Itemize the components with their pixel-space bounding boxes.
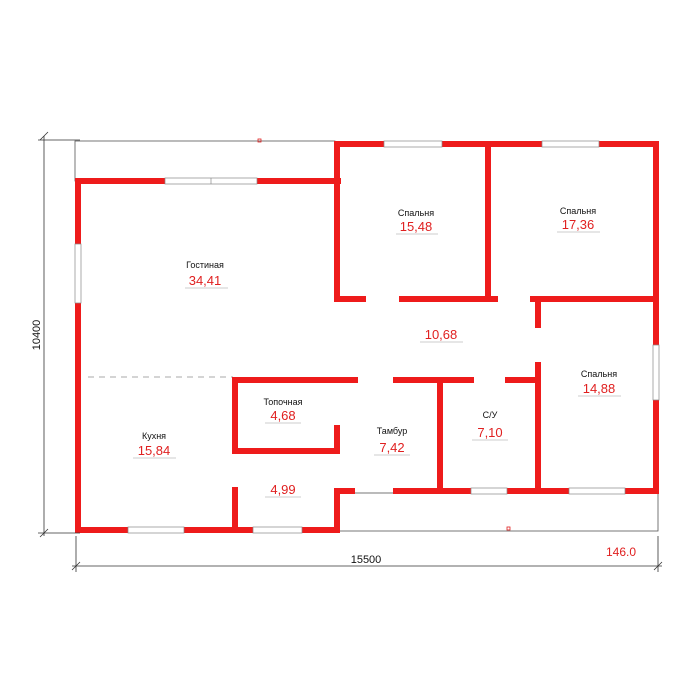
wall	[535, 362, 541, 494]
wall	[599, 141, 659, 147]
dimension-height-label: 10400	[31, 320, 43, 351]
room-boiler: Топочная 4,68	[263, 397, 303, 424]
room-storage: 4,99	[265, 482, 301, 498]
room-name: Спальня	[398, 208, 434, 218]
room-area: 15,84	[138, 443, 171, 458]
dimension-width-label: 15500	[351, 554, 382, 566]
dimension-height: 10400	[31, 131, 80, 538]
wall	[393, 488, 471, 494]
room-area: 4,68	[270, 408, 295, 423]
wall	[232, 377, 358, 383]
wall	[334, 141, 340, 301]
wall	[625, 488, 659, 494]
window	[568, 487, 626, 495]
wall	[257, 178, 341, 184]
room-area: 34,41	[189, 273, 222, 288]
wall	[442, 141, 542, 147]
room-area: 4,99	[270, 482, 295, 497]
wall	[535, 296, 541, 328]
room-bedroom-3: Спальня 14,88	[578, 369, 621, 397]
room-name: Спальня	[560, 206, 596, 216]
wall	[334, 488, 355, 494]
wall	[75, 178, 165, 184]
window	[74, 243, 82, 304]
windows	[74, 140, 660, 534]
wall	[232, 487, 238, 533]
wall	[507, 488, 569, 494]
terrace-post-mark	[257, 138, 262, 143]
room-vestibule: Тамбур 7,42	[374, 426, 410, 456]
room-area: 15,48	[400, 219, 433, 234]
room-area: 10,68	[425, 327, 458, 342]
total-area-label: 146.0	[606, 545, 636, 559]
room-area: 7,10	[477, 425, 502, 440]
room-name: С/У	[483, 410, 498, 420]
wall	[184, 527, 253, 533]
window	[541, 140, 600, 148]
wall	[399, 296, 498, 302]
wall	[437, 377, 443, 494]
room-name: Гостиная	[186, 260, 224, 270]
wall	[75, 527, 128, 533]
room-name: Тамбур	[377, 426, 408, 436]
wall	[334, 141, 384, 147]
top-terrace-outline	[74, 140, 336, 182]
wall	[232, 448, 340, 454]
wall	[485, 141, 491, 302]
wall	[334, 425, 340, 454]
bottom-terrace-outline	[334, 492, 659, 532]
window	[383, 140, 443, 148]
walls	[75, 141, 659, 533]
room-name: Топочная	[263, 397, 302, 407]
wall	[653, 400, 659, 494]
wall	[302, 527, 340, 533]
wall	[530, 296, 659, 302]
window	[652, 344, 660, 401]
window	[470, 487, 508, 495]
dimension-tick	[39, 131, 49, 141]
room-living: Гостиная 34,41	[185, 260, 228, 289]
room-kitchen: Кухня 15,84	[133, 431, 176, 459]
room-area: 14,88	[583, 381, 616, 396]
room-area: 17,36	[562, 217, 595, 232]
room-area: 7,42	[379, 440, 404, 455]
wall	[393, 377, 474, 383]
wall	[334, 296, 366, 302]
wall	[75, 178, 81, 244]
wall	[505, 377, 541, 383]
wall	[75, 303, 81, 533]
wall	[232, 377, 238, 449]
room-hall: 10,68	[420, 327, 463, 343]
window	[252, 526, 303, 534]
wall	[334, 488, 340, 533]
wall	[653, 141, 659, 345]
room-name: Кухня	[142, 431, 166, 441]
room-bathroom: С/У 7,10	[472, 410, 508, 441]
room-bedroom-2: Спальня 17,36	[557, 206, 600, 233]
terrace-post-mark	[506, 526, 511, 531]
room-bedroom-1: Спальня 15,48	[396, 208, 438, 235]
window	[127, 526, 185, 534]
dimension-width: 15500	[71, 536, 663, 572]
room-name: Спальня	[581, 369, 617, 379]
